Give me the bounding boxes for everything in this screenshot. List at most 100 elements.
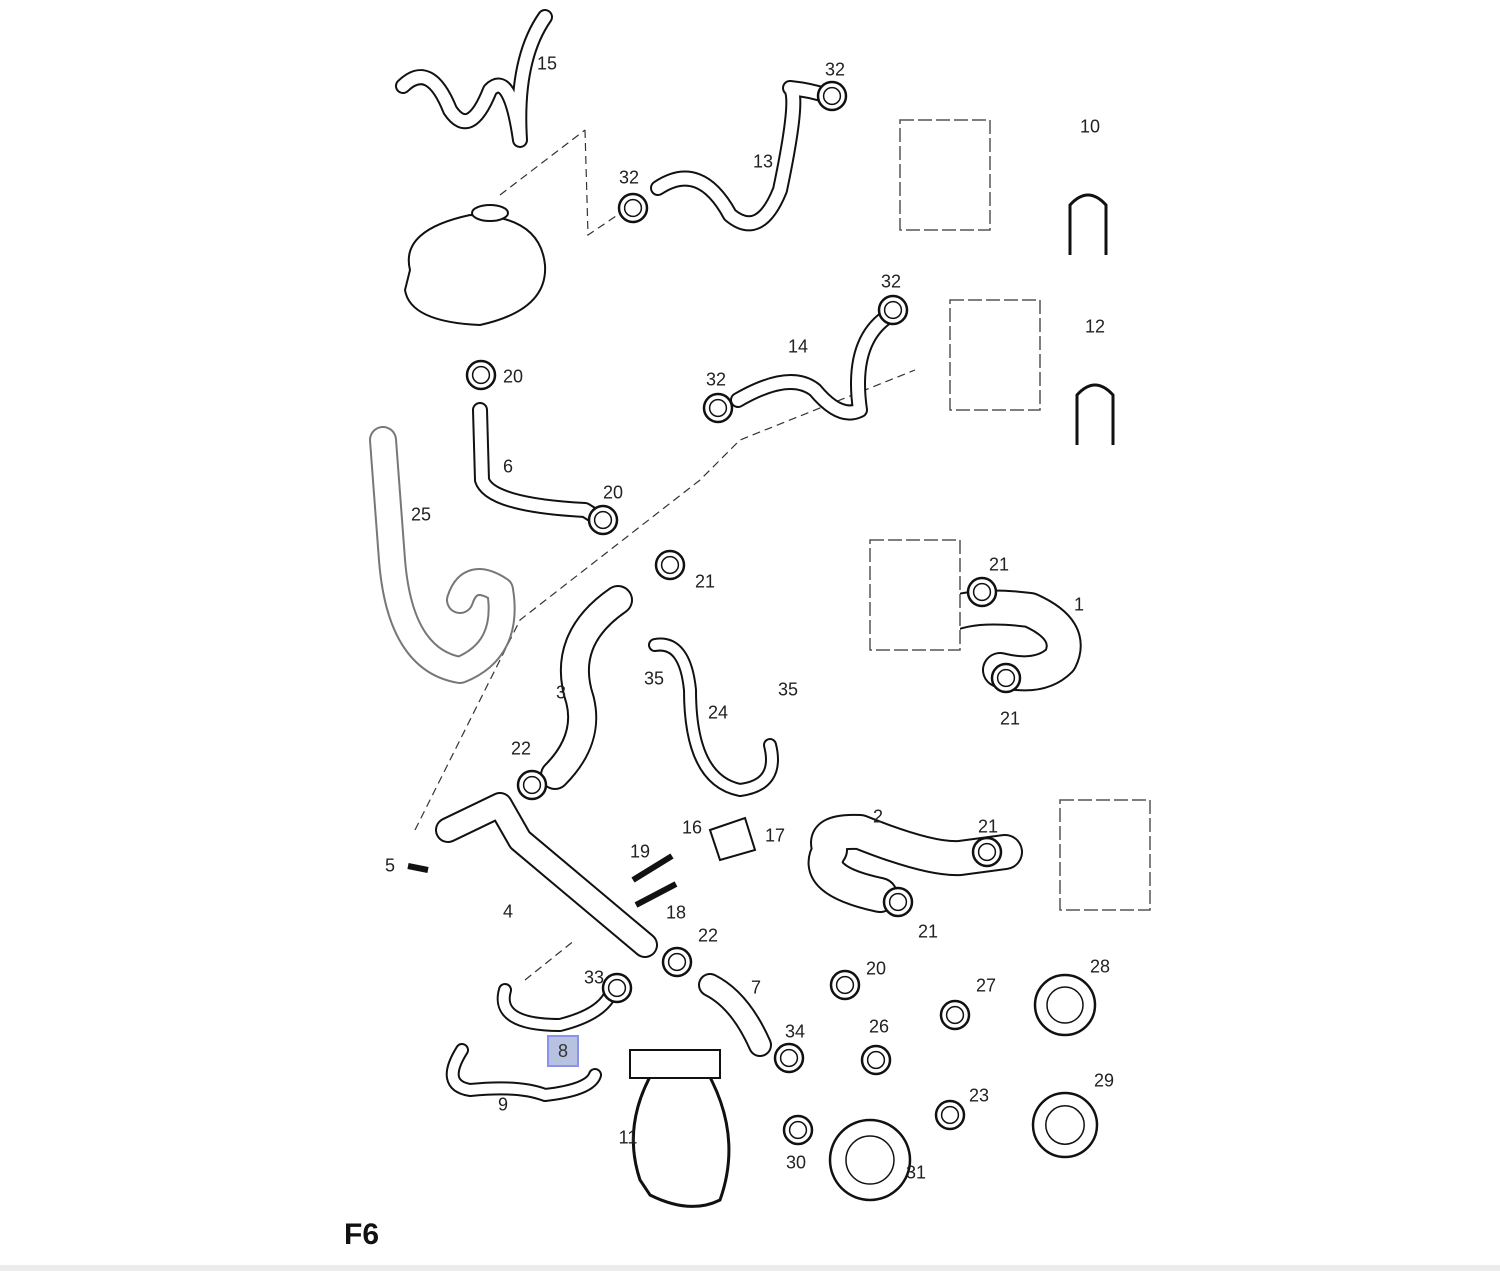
hose-3-inner: [542, 587, 631, 788]
hose-clamp-22: [782, 1114, 814, 1146]
leader-line: [414, 369, 916, 831]
part-label-2[interactable]: 2: [872, 806, 884, 827]
tank-cap: [471, 204, 509, 222]
hose-clamp-1-inner: [623, 198, 643, 218]
radiator-top: [899, 119, 991, 231]
thermostat-housing-16: [708, 816, 757, 862]
hose-clamp-9-inner: [522, 775, 542, 795]
part-label-15[interactable]: 15: [536, 53, 558, 74]
part-label-28[interactable]: 28: [1089, 956, 1111, 977]
part-label-32[interactable]: 32: [705, 369, 727, 390]
part-label-33[interactable]: 33: [583, 967, 605, 988]
part-label-19[interactable]: 19: [629, 841, 651, 862]
part-label-30[interactable]: 30: [785, 1152, 807, 1173]
part-label-11[interactable]: 11: [618, 1127, 638, 1148]
hose-13: [650, 80, 836, 232]
hose-clamp-19-inner: [940, 1105, 960, 1125]
part-label-16[interactable]: 16: [681, 817, 703, 838]
part-label-12[interactable]: 12: [1084, 316, 1106, 337]
hose-clamp-14-inner: [945, 1005, 965, 1025]
bracket-11: [629, 1049, 721, 1079]
part-label-10[interactable]: 10: [1079, 116, 1101, 137]
hose-clamp-15: [773, 1042, 805, 1074]
hose-clamp-6-inner: [660, 555, 680, 575]
hose-clamp-21: [828, 1118, 912, 1202]
hose-14-inner: [732, 309, 896, 419]
hose-clamp-22-inner: [788, 1120, 808, 1140]
part-label-4[interactable]: 4: [502, 901, 514, 922]
hose-clamp-1: [617, 192, 649, 224]
part-label-34[interactable]: 34: [784, 1021, 806, 1042]
part-label-35[interactable]: 35: [777, 679, 799, 700]
hose-clamp-8-inner: [996, 668, 1016, 688]
part-label-18[interactable]: 18: [665, 902, 687, 923]
hose-clamp-10-inner: [977, 842, 997, 862]
part-label-29[interactable]: 29: [1093, 1070, 1115, 1091]
hose-clamp-9: [516, 769, 548, 801]
part-label-20[interactable]: 20: [865, 958, 887, 979]
hose-6-inner: [474, 404, 604, 524]
hose-clamp-16-inner: [866, 1050, 886, 1070]
hose-clamp-5: [587, 504, 619, 536]
part-label-21[interactable]: 21: [694, 571, 716, 592]
hose-clamp-13: [829, 969, 861, 1001]
part-label-20[interactable]: 20: [502, 366, 524, 387]
hose-clamp-21-inner: [845, 1135, 895, 1185]
part-label-21[interactable]: 21: [999, 708, 1021, 729]
part-label-32[interactable]: 32: [618, 167, 640, 188]
part-label-14[interactable]: 14: [787, 336, 809, 357]
hose-clamp-7-inner: [972, 582, 992, 602]
hose-clamp-17-inner: [1046, 986, 1084, 1024]
hose-clamp-11: [882, 886, 914, 918]
hose-clamp-16: [860, 1044, 892, 1076]
part-label-22[interactable]: 22: [510, 738, 532, 759]
hose-clamp-7: [966, 576, 998, 608]
hose-clamp-12: [661, 946, 693, 978]
part-label-25[interactable]: 25: [410, 504, 432, 525]
part-label-20[interactable]: 20: [602, 482, 624, 503]
hose-clamp-20: [1031, 1091, 1099, 1159]
hose-clamp-19: [934, 1099, 966, 1131]
figure-id: F6: [344, 1218, 380, 1251]
part-label-21[interactable]: 21: [977, 816, 999, 837]
part-label-21[interactable]: 21: [917, 921, 939, 942]
part-label-22[interactable]: 22: [697, 925, 719, 946]
hose-2-inner: [809, 815, 1021, 911]
radiator-lower: [869, 539, 961, 651]
hose-25-inner: [371, 428, 514, 682]
part-label-27[interactable]: 27: [975, 975, 997, 996]
part-label-32[interactable]: 32: [880, 271, 902, 292]
part-label-24[interactable]: 24: [707, 702, 729, 723]
bolt-19: [631, 853, 674, 883]
hose-15-inner: [397, 11, 551, 146]
part-label-21[interactable]: 21: [988, 554, 1010, 575]
highlighted-part-label-8[interactable]: 8: [547, 1035, 579, 1067]
bolt-18: [634, 881, 678, 908]
part-label-13[interactable]: 13: [752, 151, 774, 172]
hose-clamp-18: [601, 972, 633, 1004]
hose-clamp-14: [939, 999, 971, 1031]
part-label-3[interactable]: 3: [555, 682, 567, 703]
hose-clamp-3-inner: [708, 398, 728, 418]
hose-13-inner: [652, 82, 834, 230]
part-label-32[interactable]: 32: [824, 59, 846, 80]
part-label-23[interactable]: 23: [968, 1085, 990, 1106]
part-label-1[interactable]: 1: [1073, 594, 1085, 615]
radiator-middle: [949, 299, 1041, 411]
radiator-bottom: [1059, 799, 1151, 911]
part-label-9[interactable]: 9: [497, 1094, 509, 1115]
part-label-6[interactable]: 6: [502, 456, 514, 477]
bottom-bar: [0, 1265, 1500, 1271]
part-label-7[interactable]: 7: [750, 977, 762, 998]
hose-clamp-6: [654, 549, 686, 581]
part-label-26[interactable]: 26: [868, 1016, 890, 1037]
part-label-17[interactable]: 17: [764, 825, 786, 846]
hose-clamp-18-inner: [607, 978, 627, 998]
hose-clamp-0: [816, 80, 848, 112]
hose-clamp-4: [465, 359, 497, 391]
part-label-35[interactable]: 35: [643, 668, 665, 689]
part-label-5[interactable]: 5: [384, 855, 396, 876]
part-label-31[interactable]: 31: [905, 1162, 927, 1183]
hose-clamp-4-inner: [471, 365, 491, 385]
